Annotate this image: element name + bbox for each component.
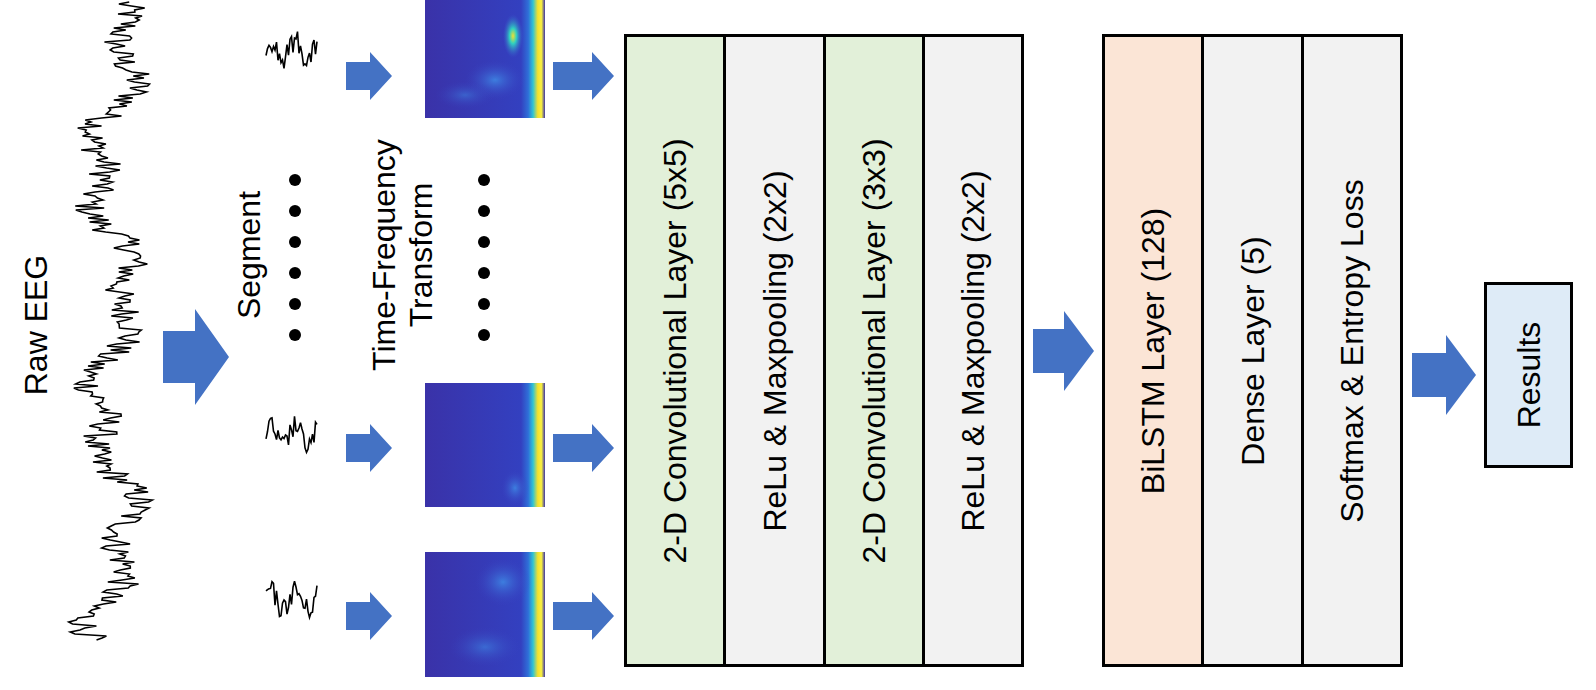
eeg-trace xyxy=(69,2,317,640)
layer-label: BiLSTM Layer (128) xyxy=(1135,207,1172,493)
dot xyxy=(478,298,490,310)
spectrogram xyxy=(425,552,545,677)
block-arrow xyxy=(346,424,392,472)
dot xyxy=(289,267,301,279)
layer-box: Dense Layer (5) xyxy=(1201,34,1304,667)
segment-trace xyxy=(266,32,317,69)
layer-label: Dense Layer (5) xyxy=(1234,236,1271,465)
block-arrow xyxy=(346,52,392,100)
layer-box: ReLu & Maxpooling (2x2) xyxy=(922,34,1024,667)
segment-trace xyxy=(266,581,317,617)
dot xyxy=(478,205,490,217)
layer-box: ReLu & Maxpooling (2x2) xyxy=(723,34,826,667)
spectrogram xyxy=(425,383,545,507)
layer-box: BiLSTM Layer (128) xyxy=(1102,34,1204,667)
block-arrow xyxy=(346,592,392,640)
segment-trace xyxy=(266,416,317,452)
dot xyxy=(478,174,490,186)
block-arrows xyxy=(163,52,614,640)
layer-label: ReLu & Maxpooling (2x2) xyxy=(756,170,793,531)
raw-eeg-trace xyxy=(69,2,153,640)
layer-label: 2-D Convolutional Layer (3x3) xyxy=(856,138,893,563)
layer-label: 2-D Convolutional Layer (5x5) xyxy=(657,138,694,563)
spectrogram xyxy=(425,0,545,118)
spectrograms xyxy=(425,0,545,677)
dot xyxy=(289,205,301,217)
dot xyxy=(289,298,301,310)
layer-box: 2-D Convolutional Layer (3x3) xyxy=(823,34,925,667)
block-arrow-connector xyxy=(1033,311,1094,391)
dot xyxy=(478,236,490,248)
layer-box: 2-D Convolutional Layer (5x5) xyxy=(624,34,726,667)
dot xyxy=(478,267,490,279)
block-arrow-connector xyxy=(1412,335,1476,415)
dot xyxy=(289,236,301,248)
block-arrow xyxy=(553,52,614,100)
dot xyxy=(289,174,301,186)
layer-label: Results xyxy=(1510,322,1547,429)
layer-label: Softmax & Entropy Loss xyxy=(1334,179,1371,522)
layer-box: Softmax & Entropy Loss xyxy=(1301,34,1403,667)
dot xyxy=(289,329,301,341)
stage-label: Time-Frequency Transform xyxy=(366,125,440,385)
block-arrow xyxy=(553,592,614,640)
dot xyxy=(478,329,490,341)
layer-label: ReLu & Maxpooling (2x2) xyxy=(955,170,992,531)
stage-label: Raw EEG xyxy=(18,255,55,395)
block-arrow xyxy=(553,424,614,472)
block-arrow xyxy=(163,309,229,405)
stage-label: Segment xyxy=(231,191,268,319)
result-box: Results xyxy=(1484,282,1573,468)
